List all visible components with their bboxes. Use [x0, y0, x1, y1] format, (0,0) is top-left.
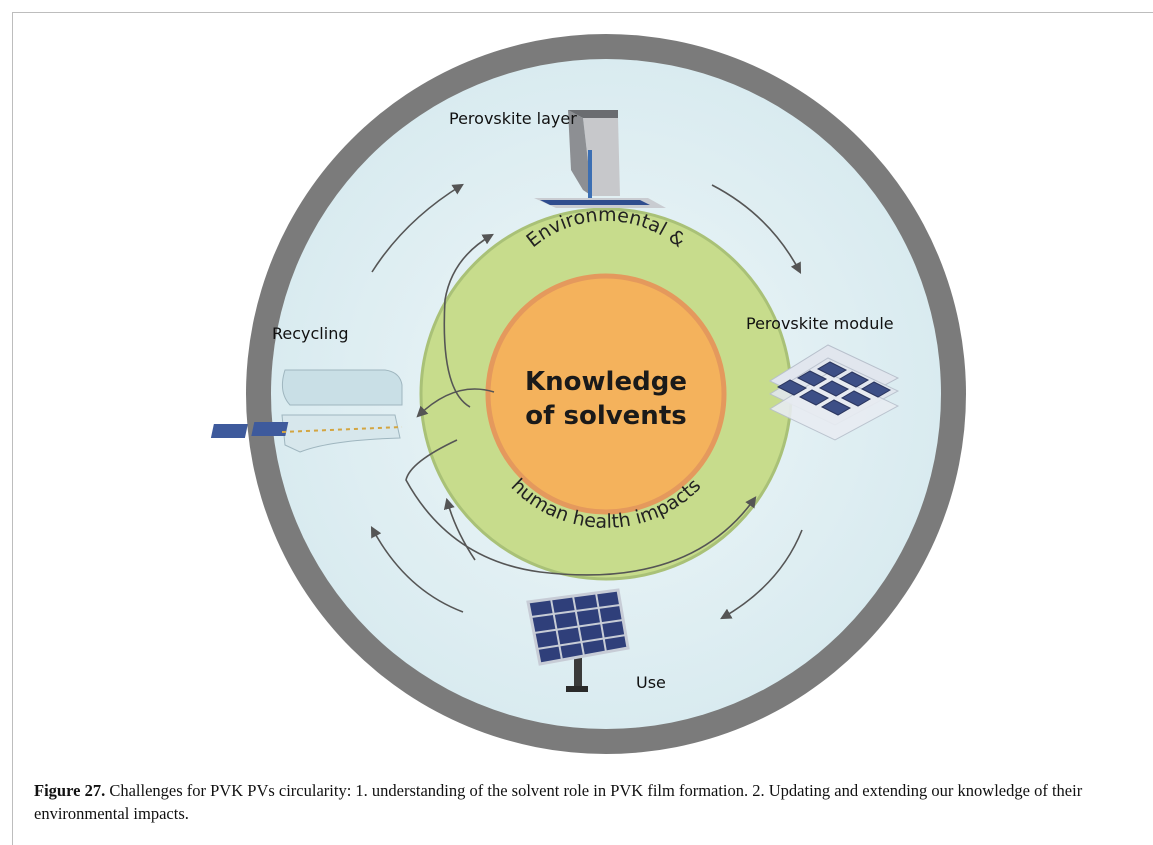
caption-label: Figure 27.	[34, 781, 106, 800]
arrow-module-to-use	[720, 529, 803, 620]
label-recycling: Recycling	[272, 324, 349, 343]
circularity-diagram: Environmental & human health impacts Kno…	[210, 34, 966, 754]
label-perovskite-layer: Perovskite layer	[449, 109, 577, 128]
arrow-recycling-to-layer	[371, 183, 464, 273]
label-perovskite-module: Perovskite module	[746, 314, 894, 333]
arrow-core-to-layer	[443, 233, 494, 408]
arrow-use-to-recycling	[370, 526, 464, 613]
perovskite-module-icon	[768, 344, 900, 441]
arrow-layer-to-module	[711, 184, 802, 274]
figure-caption: Figure 27. Challenges for PVK PVs circul…	[34, 779, 1114, 825]
cycle-arrows	[370, 183, 803, 620]
knowledge-arrows	[405, 233, 757, 576]
perovskite-layer-icon	[534, 110, 666, 208]
label-use: Use	[636, 673, 666, 692]
arrow-bottom-sweep	[405, 439, 757, 576]
caption-text: Challenges for PVK PVs circularity: 1. u…	[34, 781, 1083, 823]
use-solar-panel-icon	[526, 588, 630, 692]
recycling-icon	[210, 369, 403, 453]
core-label-line2: of solvents	[525, 401, 686, 431]
page-frame-left	[12, 12, 13, 845]
solvents-core	[485, 273, 727, 515]
circularity-figure: Environmental & human health impacts Kno…	[210, 34, 966, 754]
core-label-line1: Knowledge	[525, 367, 687, 397]
arrow-to-left	[443, 497, 476, 561]
page-frame-top	[12, 12, 1153, 13]
